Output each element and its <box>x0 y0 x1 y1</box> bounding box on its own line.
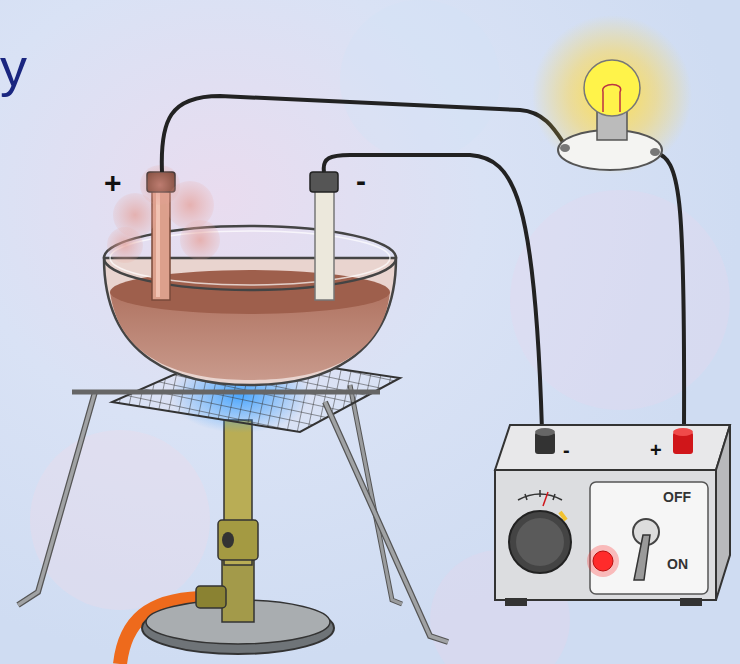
switch-label: ON <box>667 557 688 571</box>
polarity-sign: - <box>356 166 366 196</box>
title-fragment: y <box>0 40 27 94</box>
polarity-sign: + <box>104 168 122 198</box>
terminal-sign: - <box>563 440 570 460</box>
terminal-sign: + <box>650 440 662 460</box>
switch-label: OFF <box>663 490 691 504</box>
